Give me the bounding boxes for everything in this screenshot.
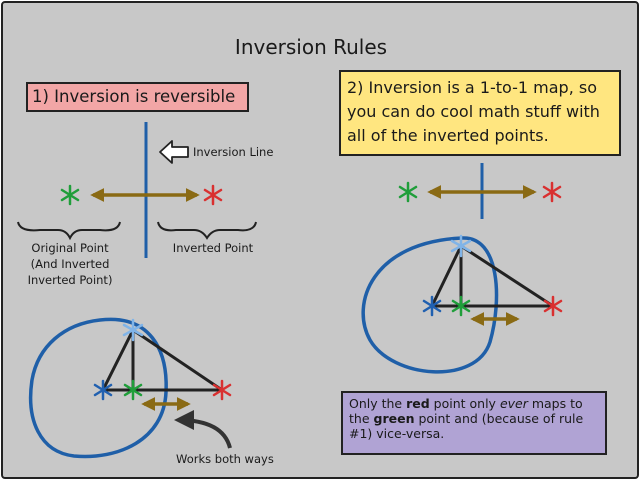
green-point-icon (451, 295, 471, 317)
rule-1-box: 1) Inversion is reversible (26, 82, 249, 112)
blue-point-icon (93, 379, 113, 401)
green-point-icon (123, 379, 143, 401)
note-text: point only (429, 396, 500, 411)
works-both-ways-label: Works both ways (176, 452, 274, 466)
note-text: point and (because of rule #1) vice-vers… (349, 411, 584, 441)
red-point-icon (203, 184, 223, 206)
inversion-circle-2 (361, 236, 499, 374)
red-point-icon (543, 295, 563, 317)
note-text: Only the (349, 396, 407, 411)
note-red-word: red (406, 396, 430, 411)
light-blue-point-icon (122, 318, 144, 342)
page-title: Inversion Rules (235, 35, 387, 59)
blue-point-icon (422, 295, 442, 317)
note-green-word: green (373, 411, 415, 426)
curved-arrow-icon (174, 410, 232, 449)
rule-2-box: 2) Inversion is a 1-to-1 map, so you can… (339, 70, 621, 156)
red-point-icon (542, 181, 562, 203)
note-ever-word: ever (499, 396, 528, 411)
inversion-line-label: Inversion Line (193, 145, 273, 159)
rule-1-text: 1) Inversion is reversible (32, 87, 236, 106)
hollow-arrow-icon (159, 140, 189, 164)
right-brace (157, 221, 257, 240)
green-point-icon (398, 181, 418, 203)
light-blue-point-icon (450, 234, 472, 258)
inversion-circle-1 (28, 317, 168, 459)
green-point-icon (60, 184, 80, 206)
inverted-point-label: Inverted Point (173, 241, 254, 255)
original-point-label: (And Inverted (31, 257, 110, 271)
rule-2-text: 2) Inversion is a 1-to-1 map, so you can… (347, 78, 600, 145)
original-point-label: Inverted Point) (28, 273, 113, 287)
original-point-label: Original Point (31, 241, 109, 255)
note-text: maps to the (349, 396, 583, 426)
red-point-icon (212, 379, 232, 401)
note-box: Only the red point only ever maps to the… (341, 391, 607, 455)
left-brace (17, 221, 121, 241)
